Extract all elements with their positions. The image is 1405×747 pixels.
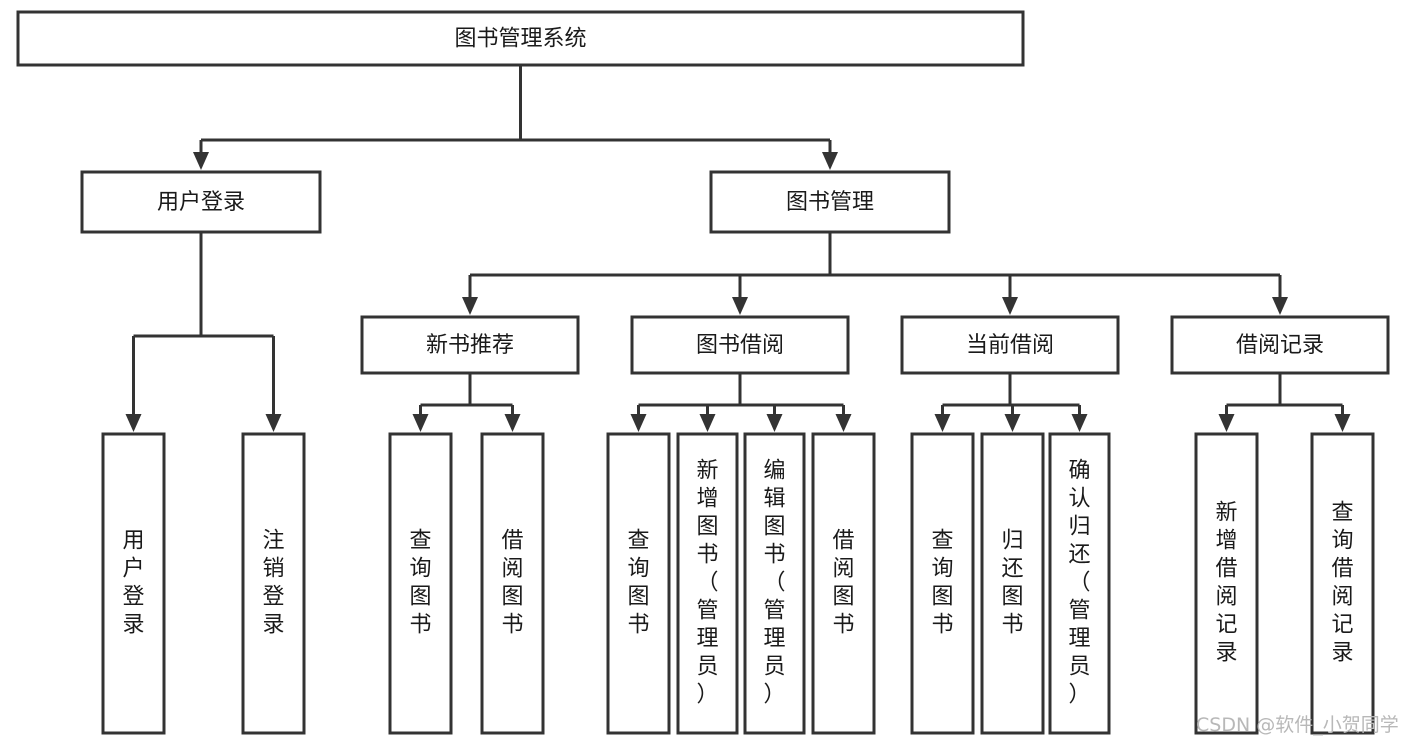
node-leaf-7[interactable]: 借阅图书 — [811, 432, 876, 735]
arrow-head-icon — [1218, 414, 1235, 432]
node-label: 当前借阅 — [966, 333, 1054, 358]
node-box — [743, 432, 806, 735]
node-leaf-10[interactable]: 确认归还（管理员） — [1048, 432, 1111, 735]
arrow-head-icon — [1071, 414, 1088, 432]
node-leaf-6[interactable]: 编辑图书（管理员） — [743, 432, 806, 735]
node-box — [910, 432, 975, 735]
node-box — [709, 170, 951, 234]
node-box — [360, 315, 580, 375]
node-label: 查询图书 — [409, 529, 431, 638]
node-box — [1048, 432, 1111, 735]
node-label: 借阅图书 — [832, 529, 854, 638]
node-box — [630, 315, 850, 375]
node-label: 借阅记录 — [1236, 333, 1324, 358]
node-leaf-9[interactable]: 归还图书 — [980, 432, 1045, 735]
node-label: 借阅图书 — [501, 529, 523, 638]
node-leaf-8[interactable]: 查询图书 — [910, 432, 975, 735]
node-label: 编辑图书（管理员） — [763, 459, 785, 708]
arrow-head-icon — [699, 414, 716, 432]
node-l2-1[interactable]: 图书管理 — [709, 170, 951, 234]
node-label: 确认归还（管理员） — [1068, 459, 1090, 708]
node-l3-2[interactable]: 当前借阅 — [900, 315, 1120, 375]
node-l3-0[interactable]: 新书推荐 — [360, 315, 580, 375]
node-label: 归还图书 — [1001, 529, 1023, 638]
arrow-head-icon — [766, 414, 783, 432]
arrow-head-icon — [934, 414, 951, 432]
node-label: 图书管理 — [786, 190, 874, 215]
arrow-head-icon — [1334, 414, 1351, 432]
node-label: 注销登录 — [262, 529, 284, 638]
node-box — [1310, 432, 1375, 735]
node-leaf-3[interactable]: 借阅图书 — [480, 432, 545, 735]
node-box — [1170, 315, 1390, 375]
node-leaf-2[interactable]: 查询图书 — [388, 432, 453, 735]
node-label: 图书借阅 — [696, 333, 784, 358]
node-box — [980, 432, 1045, 735]
node-box — [1194, 432, 1259, 735]
arrow-head-icon — [1272, 297, 1288, 315]
csdn-watermark: CSDN @软件_小贺同学 — [1196, 714, 1399, 736]
node-box — [606, 432, 671, 735]
node-leaf-11[interactable]: 新增借阅记录 — [1194, 432, 1259, 735]
node-label: 用户登录 — [122, 529, 144, 638]
arrow-head-icon — [504, 414, 521, 432]
node-leaf-5[interactable]: 新增图书（管理员） — [676, 432, 739, 735]
node-label: 新增借阅记录 — [1215, 501, 1237, 666]
node-box — [388, 432, 453, 735]
arrow-head-icon — [822, 152, 838, 170]
node-box — [241, 432, 306, 735]
node-box — [676, 432, 739, 735]
connector-edges-layer — [125, 65, 1351, 432]
node-label: 图书管理系统 — [454, 27, 586, 52]
node-box — [900, 315, 1120, 375]
arrow-head-icon — [412, 414, 429, 432]
node-label: 查询图书 — [931, 529, 953, 638]
node-leaf-0[interactable]: 用户登录 — [101, 432, 166, 735]
node-box — [480, 432, 545, 735]
node-box — [16, 10, 1025, 67]
arrow-head-icon — [1002, 297, 1018, 315]
arrow-head-icon — [125, 414, 142, 432]
node-root[interactable]: 图书管理系统 — [16, 10, 1025, 67]
node-l2-0[interactable]: 用户登录 — [80, 170, 322, 234]
arrow-head-icon — [265, 414, 282, 432]
node-label: 用户登录 — [157, 190, 245, 215]
node-label: 查询图书 — [627, 529, 649, 638]
arrow-head-icon — [1004, 414, 1021, 432]
node-leaf-12[interactable]: 查询借阅记录 — [1310, 432, 1375, 735]
node-leaf-4[interactable]: 查询图书 — [606, 432, 671, 735]
arrow-head-icon — [835, 414, 852, 432]
node-l3-1[interactable]: 图书借阅 — [630, 315, 850, 375]
arrow-head-icon — [732, 297, 748, 315]
node-box — [811, 432, 876, 735]
node-label: 新增图书（管理员） — [696, 459, 718, 708]
node-l3-3[interactable]: 借阅记录 — [1170, 315, 1390, 375]
node-box — [101, 432, 166, 735]
node-boxes-layer: 图书管理系统用户登录图书管理新书推荐图书借阅当前借阅借阅记录用户登录注销登录查询… — [16, 10, 1390, 735]
arrow-head-icon — [462, 297, 478, 315]
arrow-head-icon — [630, 414, 647, 432]
arrow-head-icon — [193, 152, 209, 170]
node-leaf-1[interactable]: 注销登录 — [241, 432, 306, 735]
node-label: 新书推荐 — [426, 333, 514, 358]
node-box — [80, 170, 322, 234]
node-label: 查询借阅记录 — [1331, 501, 1353, 666]
